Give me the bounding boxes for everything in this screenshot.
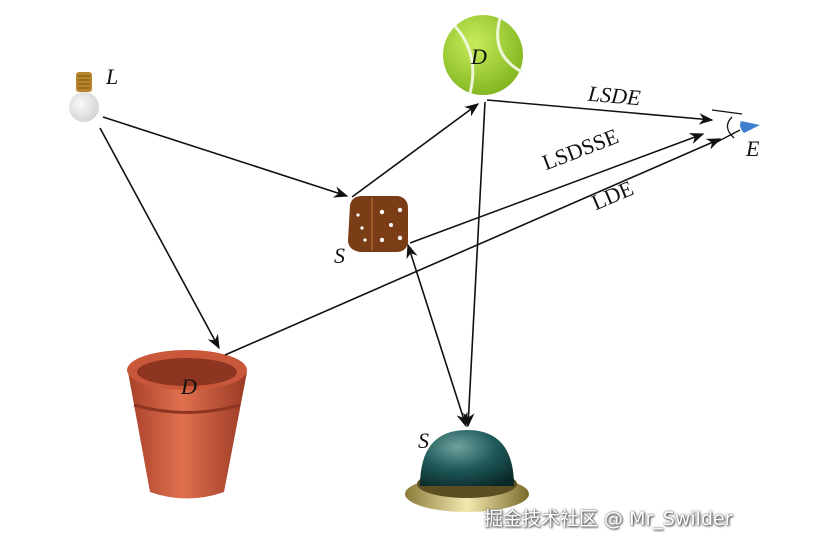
light-label: L <box>106 64 119 89</box>
ray-ball-to-knob <box>462 101 486 428</box>
dice-label: S <box>334 243 345 268</box>
dice <box>348 196 408 252</box>
flower-pot-label: D <box>181 374 197 399</box>
tennis-ball-label: D <box>471 44 487 69</box>
eye-icon <box>711 109 760 144</box>
light-bulb-icon <box>69 72 99 122</box>
ray-pot-to-eye <box>224 138 722 356</box>
knob-label: S <box>418 428 429 453</box>
ray-dice-to-ball <box>351 103 480 198</box>
eye-label: E <box>746 136 760 161</box>
ray-light-to-pot <box>99 127 220 350</box>
ray-ball-to-eye <box>486 99 714 125</box>
tennis-ball <box>443 15 523 95</box>
watermark: 掘金技术社区 @ Mr_Swilder <box>484 508 733 530</box>
ray-light-to-dice <box>102 116 349 198</box>
knob <box>405 430 529 512</box>
flower-pot <box>127 350 247 499</box>
ray-knob-dice <box>406 243 468 428</box>
ray-dice-to-eye <box>409 133 705 244</box>
path-label-lsde: LSDE <box>587 80 642 111</box>
